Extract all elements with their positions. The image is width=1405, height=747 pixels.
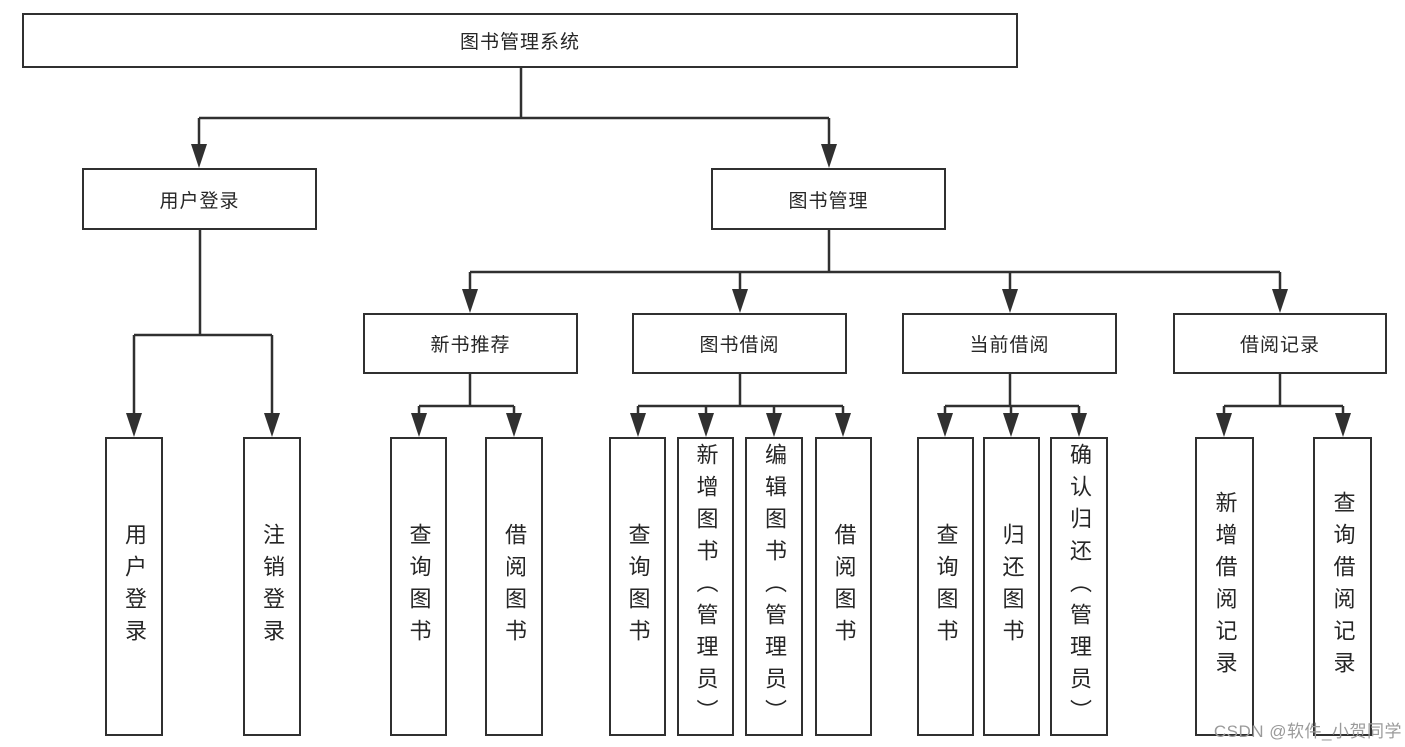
node-current-borrow: 当前借阅	[902, 313, 1117, 374]
leaf-cb-query-books: 查询图书	[917, 437, 974, 736]
leaf-user-login: 用户登录	[105, 437, 163, 736]
leaf-cb-confirm-return: 确认归还（管理员）	[1050, 437, 1108, 736]
node-new-book-recommend: 新书推荐	[363, 313, 578, 374]
arrowheads	[126, 144, 1351, 437]
watermark: CSDN @软件_小贺同学	[1213, 722, 1402, 741]
leaf-bb-edit-books: 编辑图书（管理员）	[745, 437, 803, 736]
connector-paths	[132, 68, 1345, 416]
node-borrow-records: 借阅记录	[1173, 313, 1387, 374]
node-user-login: 用户登录	[82, 168, 317, 230]
leaf-br-add-record: 新增借阅记录	[1195, 437, 1254, 736]
leaf-bb-borrow-books: 借阅图书	[815, 437, 872, 736]
leaf-rec-borrow-books: 借阅图书	[485, 437, 543, 736]
leaf-bb-query-books: 查询图书	[609, 437, 666, 736]
node-book-borrow: 图书借阅	[632, 313, 847, 374]
leaf-cb-return-books: 归还图书	[983, 437, 1040, 736]
node-root: 图书管理系统	[22, 13, 1018, 68]
leaf-br-query-record: 查询借阅记录	[1313, 437, 1372, 736]
node-book-management: 图书管理	[711, 168, 946, 230]
leaf-logout: 注销登录	[243, 437, 301, 736]
leaf-bb-add-books: 新增图书（管理员）	[677, 437, 734, 736]
leaf-rec-query-books: 查询图书	[390, 437, 447, 736]
